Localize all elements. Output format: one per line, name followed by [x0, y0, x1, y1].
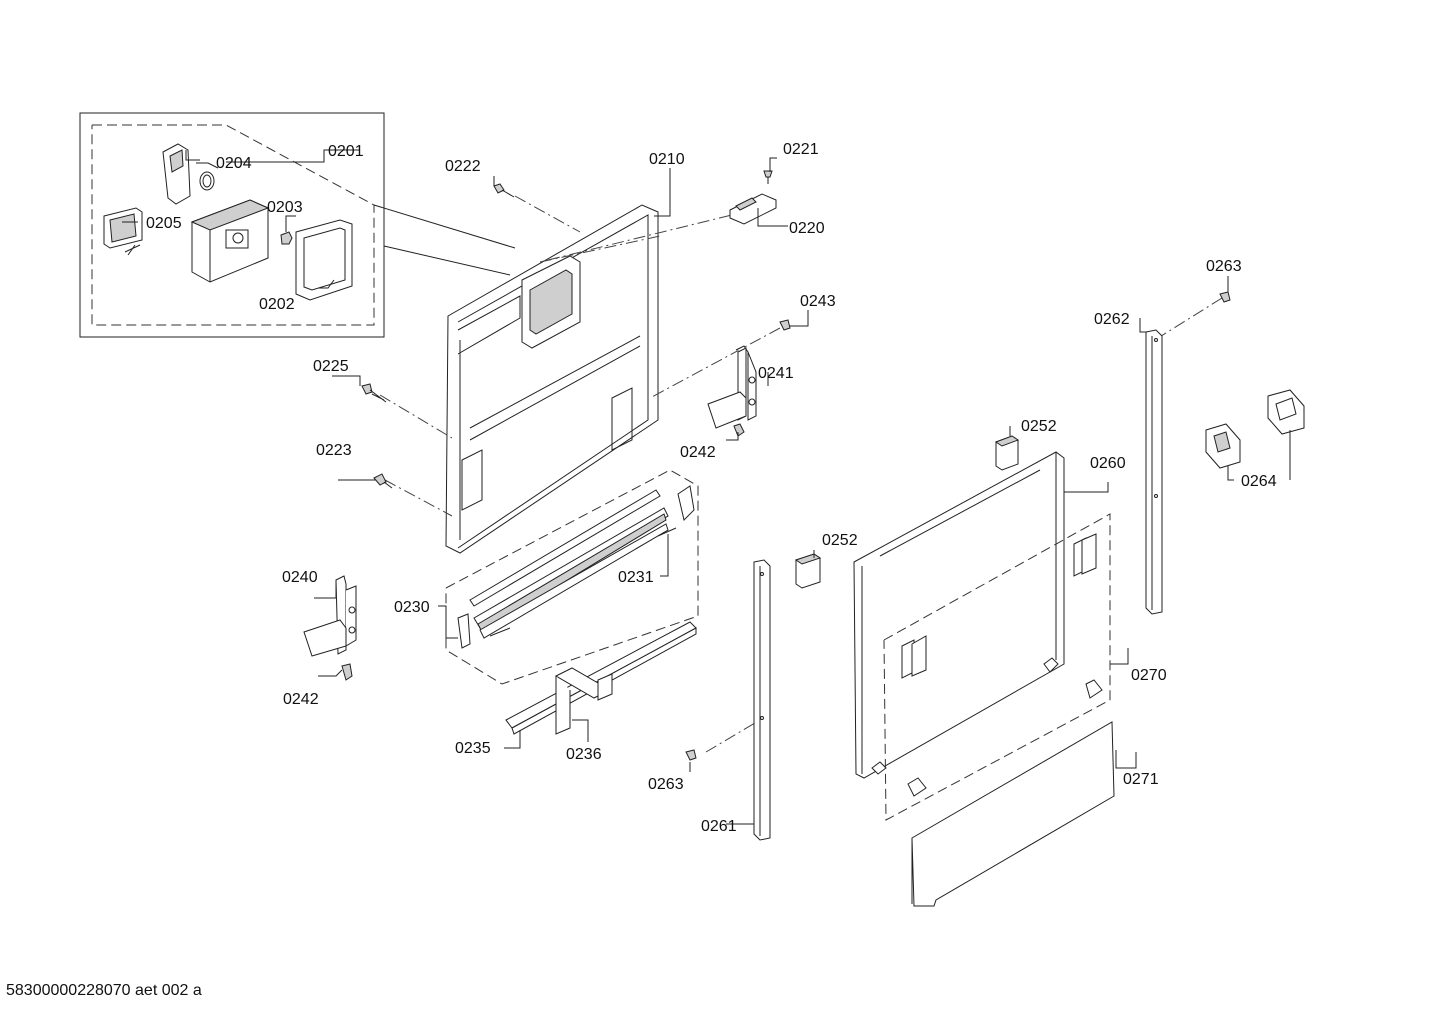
screw-0223 [373, 473, 393, 489]
label-0231: 0231 [618, 569, 654, 586]
block-0252-top [994, 435, 1020, 471]
screw-0263-bottom [685, 749, 697, 761]
part-labels: 0201 0204 0203 0205 0202 0222 0210 0221 … [146, 141, 1277, 835]
hinge-0240 [303, 575, 357, 657]
label-0252-bottom: 0252 [822, 532, 858, 549]
panel-outline-0270 [883, 513, 1111, 821]
side-strip-0262 [1145, 329, 1163, 615]
label-0262: 0262 [1094, 311, 1130, 328]
drawing-number: 58300000228070 aet 002 a [6, 982, 202, 999]
label-0203: 0203 [267, 199, 303, 216]
rail-group-0230 [445, 469, 699, 685]
label-0220: 0220 [789, 220, 825, 237]
clip-0242-right [733, 423, 745, 437]
screw-0243 [779, 319, 791, 331]
label-0271: 0271 [1123, 771, 1159, 788]
label-0236: 0236 [566, 746, 602, 763]
side-strip-0261 [753, 559, 771, 841]
label-0225: 0225 [313, 358, 349, 375]
screw-0225 [361, 383, 387, 403]
clip-0242-left [341, 663, 353, 681]
label-0263-bottom: 0263 [648, 776, 684, 793]
detail-inset [79, 112, 516, 338]
cover-0205 [103, 207, 143, 256]
label-0241: 0241 [758, 365, 794, 382]
label-0222: 0222 [445, 158, 481, 175]
label-0260: 0260 [1090, 455, 1126, 472]
label-0205: 0205 [146, 215, 182, 232]
label-0204: 0204 [216, 155, 252, 172]
outer-panel-0260 [853, 451, 1065, 779]
block-0252-bottom [794, 553, 822, 589]
label-0252-top: 0252 [1021, 418, 1057, 435]
screw-0221 [763, 170, 773, 184]
label-0210: 0210 [649, 151, 685, 168]
label-0230: 0230 [394, 599, 430, 616]
label-0242-right: 0242 [680, 444, 716, 461]
bracket-0236 [554, 667, 613, 735]
rail-0235 [505, 621, 697, 735]
leader-lines [122, 149, 1291, 825]
screw-0263-top [1219, 291, 1231, 303]
label-0263-top: 0263 [1206, 258, 1242, 275]
bracket-0220 [729, 193, 777, 225]
selector-0204 [162, 143, 215, 205]
display-frame-0202 [295, 219, 353, 301]
label-0240: 0240 [282, 569, 318, 586]
label-0242-left: 0242 [283, 691, 319, 708]
control-module-0201 [190, 199, 270, 283]
label-0201: 0201 [328, 143, 364, 160]
kick-plate-0271 [911, 721, 1115, 907]
screw-0222 [493, 183, 515, 198]
label-0202: 0202 [259, 296, 295, 313]
label-0270: 0270 [1131, 667, 1167, 684]
inner-door-0210 [445, 204, 659, 554]
hinge-0241 [707, 345, 757, 429]
label-0221: 0221 [783, 141, 819, 158]
label-0264: 0264 [1241, 473, 1277, 490]
knob-0203 [280, 231, 293, 245]
label-0223: 0223 [316, 442, 352, 459]
pads-0264 [1205, 389, 1305, 469]
label-0261: 0261 [701, 818, 737, 835]
label-0235: 0235 [455, 740, 491, 757]
label-0243: 0243 [800, 293, 836, 310]
